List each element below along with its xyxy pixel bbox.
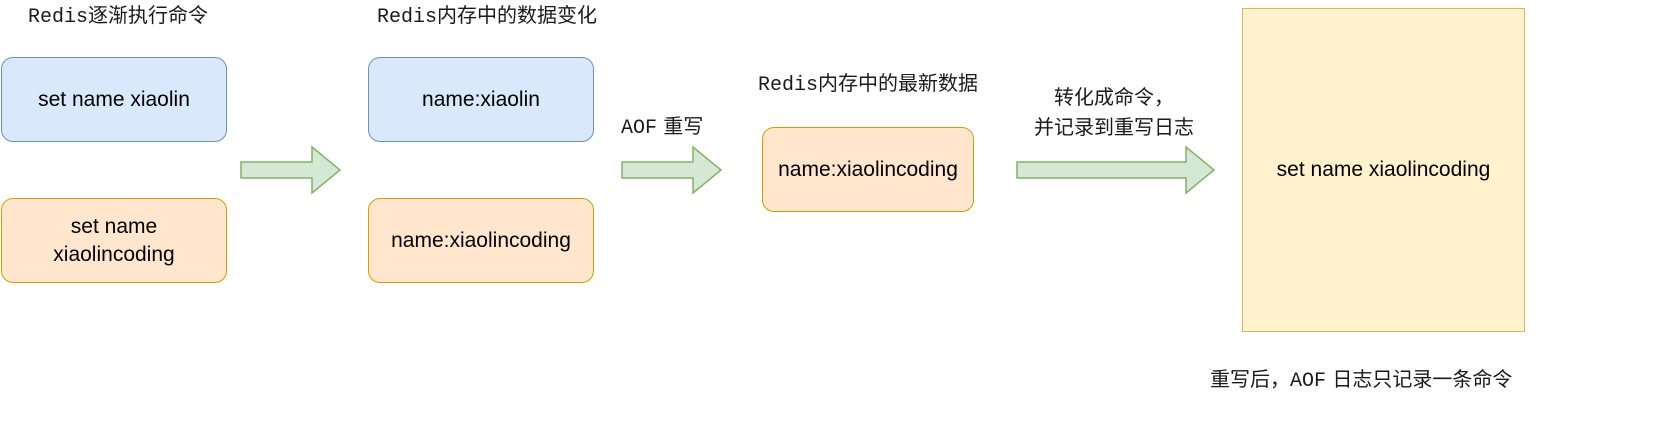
rewrite-log-caption-mono: AOF	[1290, 370, 1327, 393]
aof-rewrite-label: AOF 重写	[621, 114, 703, 141]
latest-data-heading-prefix: Redis	[758, 74, 819, 97]
latest-data-value: name:xiaolincoding	[778, 157, 958, 181]
aof-rewrite-label-mono: AOF	[621, 117, 658, 140]
commands-heading-suffix: 逐渐执行命令	[88, 3, 209, 27]
memory-changes-heading-prefix: Redis	[377, 6, 438, 29]
latest-data-box: name:xiaolincoding	[762, 127, 974, 212]
rewrite-log-caption-suffix: 日志只记录一条命令	[1326, 367, 1513, 391]
arrow-right-icon	[621, 145, 723, 195]
command-1-text: set name xiaolin	[38, 87, 190, 111]
commands-heading-prefix: Redis	[28, 6, 89, 29]
command-box-1: set name xiaolin	[1, 57, 227, 142]
convert-label-line-1: 转化成命令，	[1054, 85, 1174, 109]
latest-data-heading-suffix: 内存中的最新数据	[818, 71, 979, 95]
rewrite-log-command: set name xiaolincoding	[1276, 158, 1491, 181]
memory-changes-heading-suffix: 内存中的数据变化	[437, 3, 598, 27]
memory-box-2: name:xiaolincoding	[368, 198, 594, 283]
arrow-right-icon	[240, 145, 342, 195]
convert-label-line-2: 并记录到重写日志	[1034, 115, 1194, 139]
convert-label: 转化成命令， 并记录到重写日志	[1004, 82, 1224, 142]
command-box-2: set name xiaolincoding	[1, 198, 227, 283]
arrow-right-icon	[1016, 145, 1216, 195]
commands-heading: Redis逐渐执行命令	[28, 3, 208, 30]
rewrite-log-box: set name xiaolincoding	[1242, 8, 1525, 332]
memory-value-2: name:xiaolincoding	[391, 228, 571, 252]
rewrite-log-caption: 重写后，AOF 日志只记录一条命令	[1210, 367, 1512, 394]
rewrite-log-caption-prefix: 重写后，	[1210, 367, 1290, 391]
latest-data-heading: Redis内存中的最新数据	[758, 71, 978, 98]
command-2-text: set name xiaolincoding	[53, 214, 175, 266]
memory-changes-heading: Redis内存中的数据变化	[377, 3, 597, 30]
aof-rewrite-label-text: 重写	[657, 114, 704, 138]
memory-box-1: name:xiaolin	[368, 57, 594, 142]
memory-value-1: name:xiaolin	[422, 87, 540, 111]
